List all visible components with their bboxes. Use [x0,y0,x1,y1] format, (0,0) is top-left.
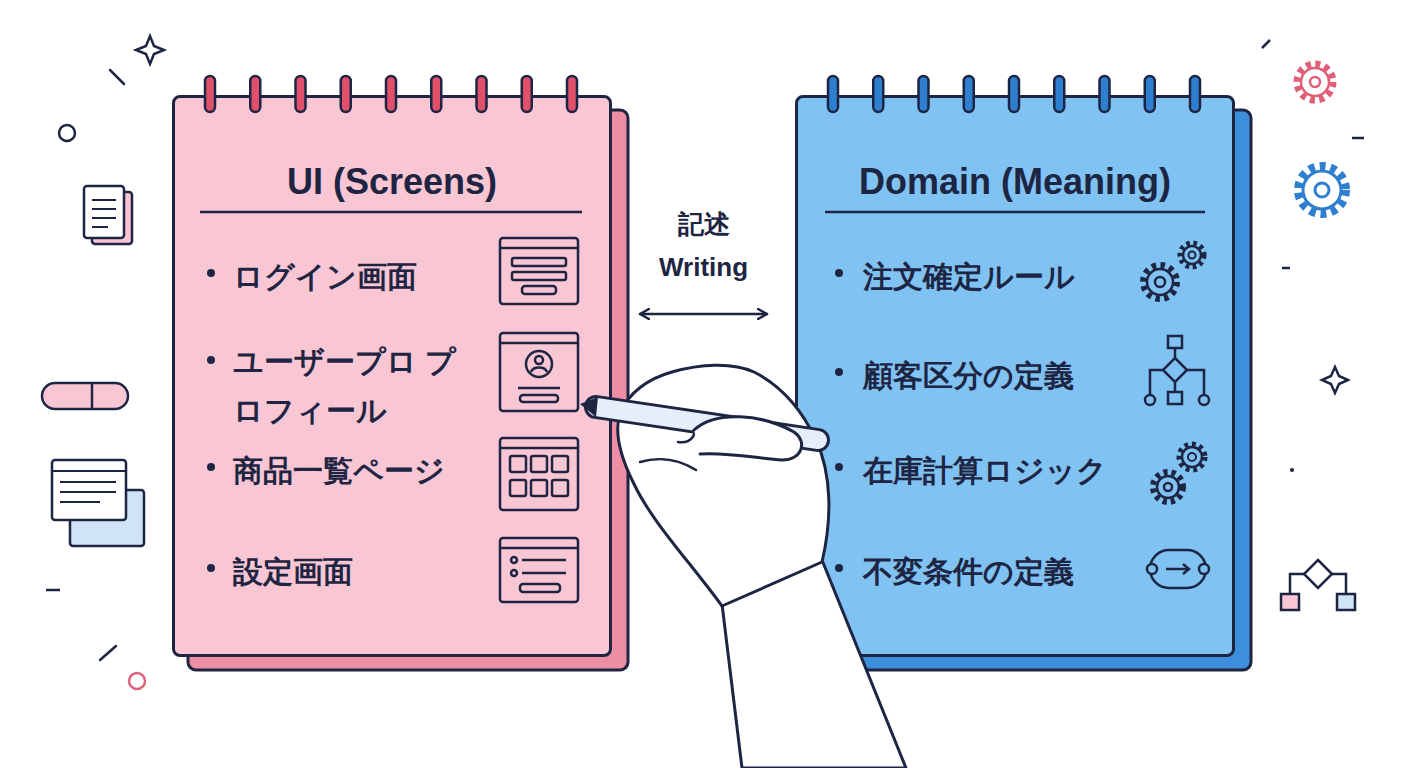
list-item: ユーザープロ プロフィール [233,337,483,435]
flowchart-icon [1281,560,1355,610]
document-icon [92,217,116,219]
document-icon [92,192,132,244]
gear-icon [1297,64,1333,100]
sparkle [1322,367,1348,393]
pill-icon [42,383,128,409]
double-arrow [640,313,767,316]
window-icon [60,481,116,483]
pill-icon [42,383,128,409]
window-icon [60,501,100,503]
dot-circle [129,673,145,689]
flowchart-icon [1281,594,1299,610]
flowchart-icon [1290,574,1346,594]
window-icon [52,460,144,546]
gear-icon [1301,68,1329,96]
notebook-heading: Domain (Meaning) [798,160,1232,204]
notebook-heading: UI (Screens) [175,160,609,204]
dash [1352,137,1364,140]
dash [46,589,60,592]
document-icon [84,186,124,238]
window-icon [60,491,116,493]
list-item: 注文確定ルール [863,252,1163,301]
flowchart-icon [1304,560,1332,588]
gear-icon [1297,64,1333,100]
pen [596,407,818,440]
document-icon [92,199,116,201]
document-icon [92,208,116,210]
gear-icon [1298,166,1346,214]
list-item: ログイン画面 [233,252,483,301]
dash [1262,40,1270,48]
pen [596,407,818,440]
window-icon [70,490,144,546]
flowchart-icon [1337,594,1355,610]
gear-icon [1298,166,1346,214]
list-item: 顧客区分の定義 [863,351,1163,400]
list-item: 不変条件の定義 [863,547,1163,596]
document-icon [84,186,132,244]
dash [1282,267,1290,270]
finger [632,414,694,443]
list-item: 在庫計算ロジック [863,446,1163,495]
dot [1290,468,1294,472]
window-icon [52,470,126,472]
list-item: 設定画面 [233,547,483,596]
edge-label: 記述 Writing [649,203,759,289]
dot-circle [59,125,75,141]
window-icon [52,460,126,520]
gear-icon [1303,171,1341,209]
dash [100,646,116,660]
domain-notebook: Domain (Meaning) 注文確定ルール顧客区分の定義在庫計算ロジック不変… [795,95,1235,657]
gear-icon [1315,183,1329,197]
document-icon [92,226,108,228]
thumb [694,417,802,460]
gear-icon [1310,77,1320,87]
finger [640,459,696,470]
list-item: 商品一覧ページ [233,446,483,495]
sparkle [136,36,164,64]
dash [110,70,124,84]
ui-notebook: UI (Screens) ログイン画面ユーザープロ プロフィール商品一覧ページ設定… [172,95,612,657]
pill-icon [91,383,94,409]
